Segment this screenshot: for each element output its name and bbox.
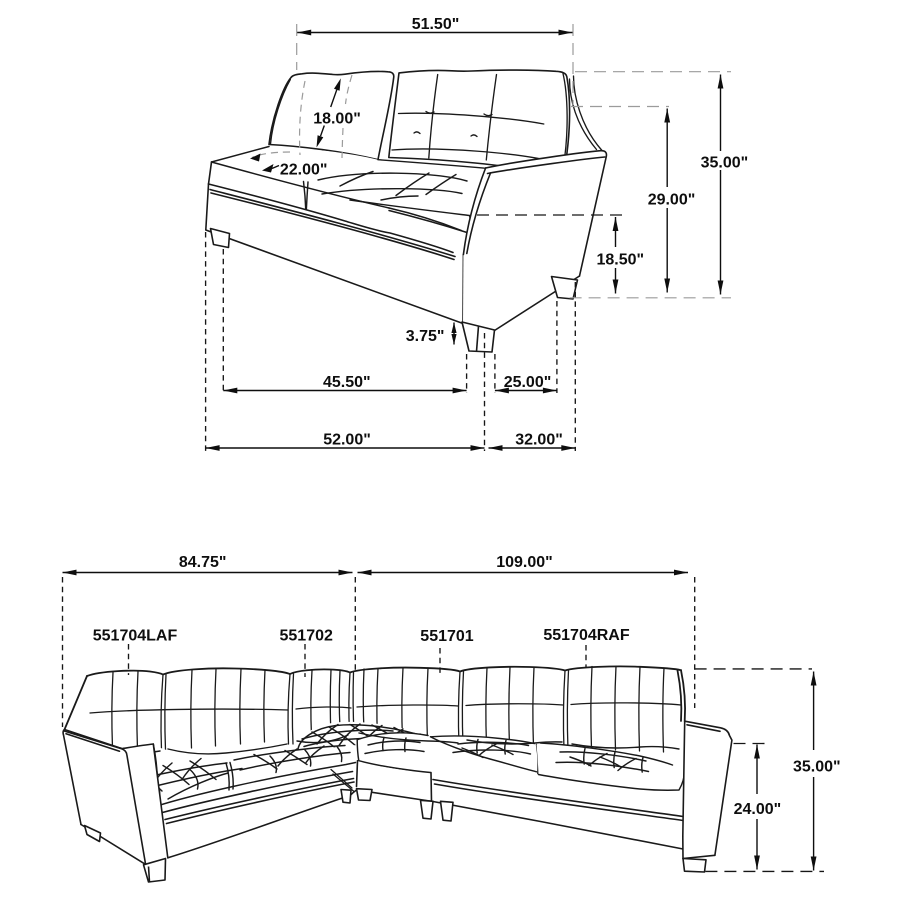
svg-text:22.00": 22.00" — [280, 162, 328, 179]
svg-text:29.00": 29.00" — [648, 192, 696, 209]
svg-text:551704RAF: 551704RAF — [543, 627, 630, 644]
svg-text:18.50": 18.50" — [596, 252, 644, 269]
svg-text:52.00": 52.00" — [323, 432, 371, 449]
svg-text:18.00": 18.00" — [313, 111, 361, 128]
svg-text:551704LAF: 551704LAF — [93, 628, 178, 645]
svg-text:84.75": 84.75" — [179, 554, 227, 571]
svg-text:32.00": 32.00" — [515, 432, 563, 449]
svg-text:51.50": 51.50" — [412, 16, 460, 33]
svg-text:109.00": 109.00" — [496, 554, 553, 571]
svg-text:24.00": 24.00" — [734, 801, 782, 818]
svg-text:551702: 551702 — [280, 628, 333, 645]
svg-text:45.50": 45.50" — [323, 374, 371, 391]
svg-text:25.00": 25.00" — [504, 374, 552, 391]
svg-text:3.75": 3.75" — [406, 328, 445, 345]
svg-text:35.00": 35.00" — [793, 759, 841, 776]
svg-text:35.00": 35.00" — [701, 155, 749, 172]
svg-text:551701: 551701 — [420, 628, 473, 645]
